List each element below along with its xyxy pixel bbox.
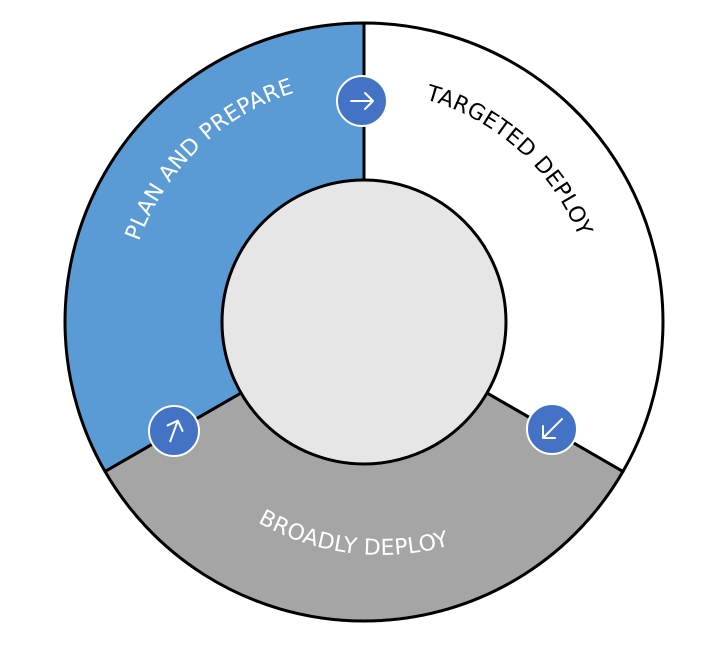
arrow-right-icon <box>336 75 388 127</box>
arrow-up-icon <box>148 405 200 457</box>
broadly-deploy-segment <box>103 320 625 623</box>
center-hub <box>220 178 508 466</box>
arrow-down-left-icon <box>526 403 578 455</box>
